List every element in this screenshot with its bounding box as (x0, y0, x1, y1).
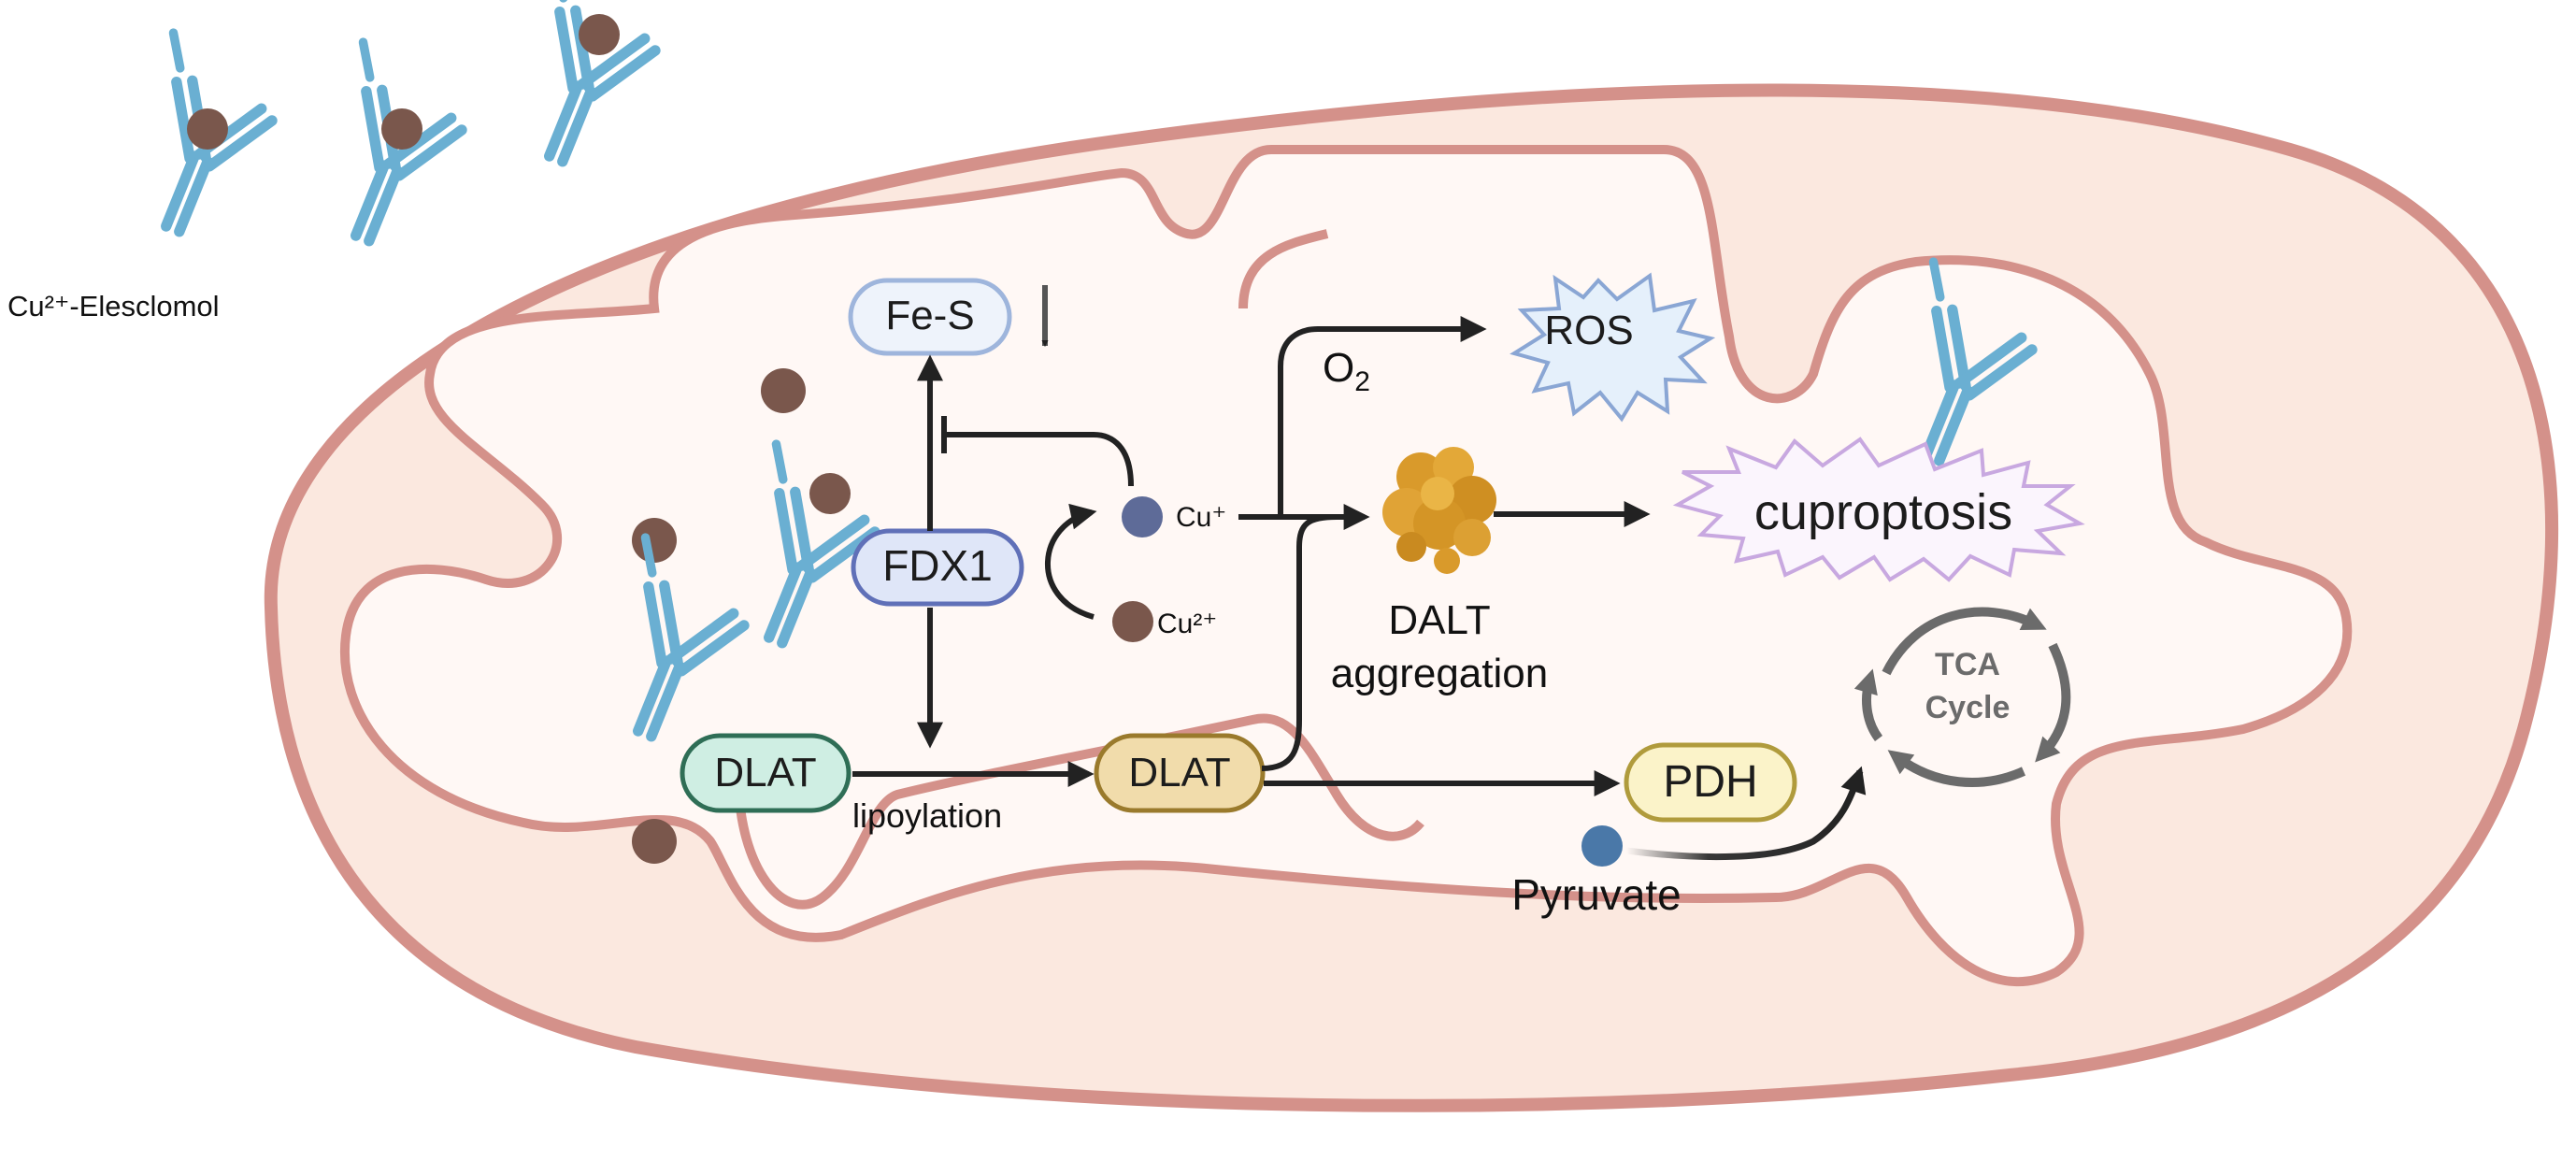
cu2-plus-label: Cu²⁺ (1157, 609, 1217, 639)
copper-ion-icon (579, 14, 620, 55)
cu-inhibition-line (944, 432, 1134, 487)
dlat-node-right (1094, 733, 1266, 813)
dlat-label-left: DLAT (714, 750, 816, 796)
crista-2 (1238, 229, 1329, 309)
tca-label-2: Cycle (1925, 690, 2011, 725)
cu-plus-ion (1122, 496, 1163, 538)
crista-1 (734, 713, 1424, 910)
copper-ion-icon (187, 108, 228, 150)
copper-ion-icon (632, 518, 677, 563)
ros-label: ROS (1544, 308, 1633, 353)
pdh-node (1624, 742, 1797, 823)
lipoylation-label: lipoylation (852, 796, 1002, 835)
cuproptosis-label: cuproptosis (1754, 484, 2012, 540)
dlat-to-aggregate-line (1261, 514, 1338, 771)
reduction-arrow (1045, 503, 1097, 620)
copper-ion-icon (809, 473, 851, 514)
copper-ion-icon (381, 108, 422, 150)
fdx1-node (851, 528, 1024, 607)
antibody-icon (489, 0, 672, 179)
dalt-aggregation-label-2: aggregation (1331, 651, 1548, 696)
fdx1-label: FDX1 (882, 541, 993, 590)
dlat-node-left (680, 733, 852, 813)
pdh-label: PDH (1663, 757, 1757, 807)
copper-ion-icon (632, 819, 677, 864)
o2-label: O2 (1323, 345, 1370, 397)
fes-label: Fe-S (885, 293, 974, 338)
complex-label: Cu²⁺-Elesclomol (7, 290, 220, 322)
dlat-label-right: DLAT (1128, 750, 1230, 796)
pyruvate-to-tca-arrow (1625, 766, 1867, 861)
fes-node (848, 278, 1012, 356)
copper-ion-icon (761, 368, 806, 413)
antibody-icon (295, 42, 479, 257)
dalt-aggregation-label-1: DALT (1388, 597, 1490, 643)
cycle-arrows-icon (1853, 607, 2071, 787)
tca-label-1: TCA (1935, 647, 2000, 682)
cuproptosis-starburst (1672, 437, 2085, 582)
pyruvate-label: Pyruvate (1511, 870, 1682, 919)
cu2-plus-ion (1112, 601, 1153, 642)
cu-plus-label: Cu⁺ (1176, 502, 1226, 533)
protein-aggregate-icon (1382, 447, 1496, 574)
o2-to-ros-arrow (1278, 316, 1487, 517)
pyruvate-molecule (1581, 825, 1623, 867)
ros-starburst (1510, 272, 1716, 423)
